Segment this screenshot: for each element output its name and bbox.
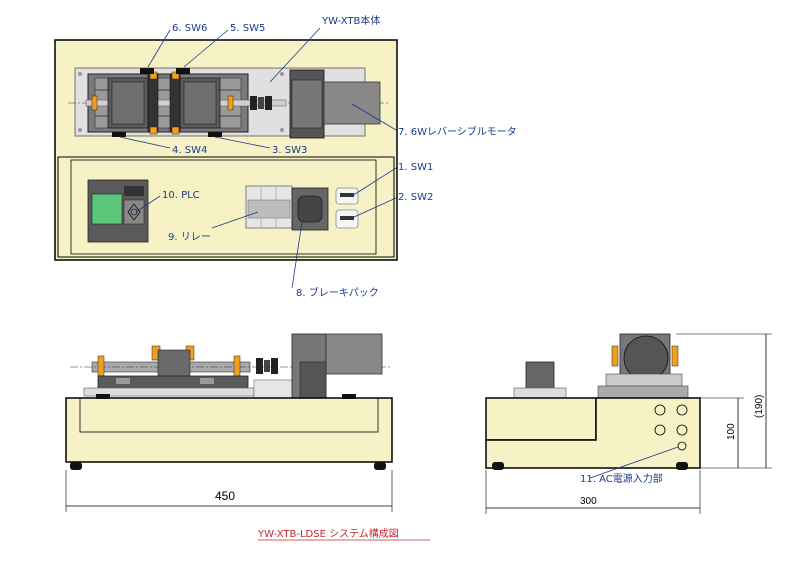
label-sw5: 5. SW5 bbox=[230, 23, 265, 34]
motor-top bbox=[289, 69, 381, 139]
dim-side-width: 300 bbox=[580, 496, 597, 507]
label-sw4: 4. SW4 bbox=[172, 145, 207, 156]
relay-unit bbox=[245, 185, 293, 229]
sensor-sw3 bbox=[208, 132, 222, 137]
front-body bbox=[65, 397, 393, 463]
label-sw1: 1. SW1 bbox=[398, 162, 433, 173]
brake-pack bbox=[291, 187, 329, 231]
label-relay: 9. リレー bbox=[168, 232, 211, 243]
side-view: 11. AC電源入力部 300 100 (190) bbox=[485, 333, 772, 514]
label-motor: 7. 6Wレバーシブルモータ bbox=[398, 125, 517, 138]
slider-left bbox=[107, 71, 159, 135]
slider-right bbox=[169, 71, 221, 135]
plc-unit bbox=[87, 179, 149, 243]
dim-front-width: 450 bbox=[215, 489, 235, 503]
switches bbox=[335, 187, 359, 229]
ac-input-connector bbox=[677, 441, 687, 451]
top-view: 6. SW6 5. SW5 YW-XTB本体 7. 6Wレバーシブルモータ 4.… bbox=[54, 14, 517, 299]
front-view: 450 bbox=[65, 333, 393, 512]
sensor-sw4 bbox=[112, 132, 126, 137]
dim-height-190: (190) bbox=[754, 395, 765, 418]
label-sw3: 3. SW3 bbox=[272, 145, 307, 156]
label-plc: 10. PLC bbox=[162, 190, 200, 201]
sensor-sw5 bbox=[176, 68, 190, 74]
coupling bbox=[250, 96, 272, 110]
label-ac-input: 11. AC電源入力部 bbox=[580, 472, 663, 485]
dim-height-100: 100 bbox=[726, 423, 737, 440]
label-sw2: 2. SW2 bbox=[398, 192, 433, 203]
diagram-caption: YW-XTB-LDSE システム構成図 bbox=[257, 527, 399, 540]
sensor-sw6 bbox=[140, 68, 154, 74]
label-main-body: YW-XTB本体 bbox=[321, 14, 380, 27]
label-sw6: 6. SW6 bbox=[172, 23, 207, 34]
label-brake: 8. ブレーキパック bbox=[296, 286, 379, 299]
plc-screen bbox=[91, 193, 123, 225]
